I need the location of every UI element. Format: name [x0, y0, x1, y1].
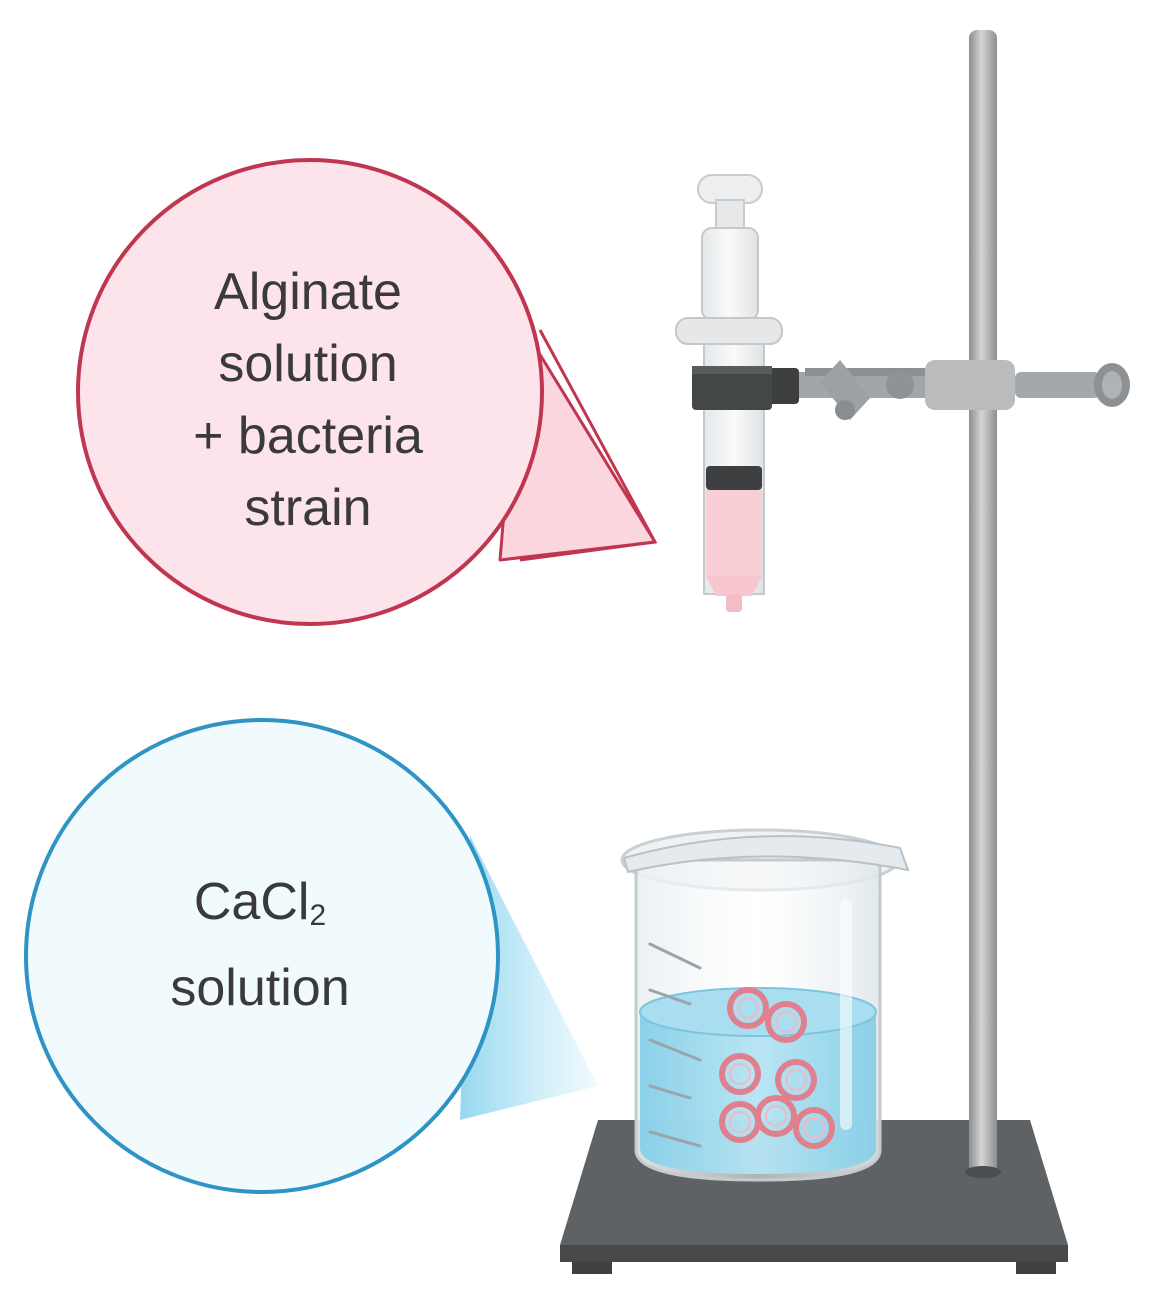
cacl2-formula-main: CaCl [193, 873, 310, 931]
cacl2-callout [24, 718, 598, 1194]
clamp-icon [754, 360, 1130, 420]
alginate-line-4: strain [244, 479, 372, 537]
cacl2-solution-label: CaCl2 solution [100, 866, 420, 1024]
cacl2-formula: CaCl2 [100, 866, 420, 952]
alginate-bead-icon [719, 987, 835, 1149]
alginate-circle [76, 158, 544, 626]
cacl2-circle [24, 718, 500, 1194]
alginate-callout [76, 158, 658, 626]
alginate-line-2: solution [218, 335, 398, 393]
cacl2-formula-subscript: 2 [309, 899, 327, 932]
cacl2-line-2: solution [170, 959, 350, 1017]
syringe-icon [675, 174, 783, 612]
alginate-line-3: + bacteria [193, 407, 423, 465]
alginate-line-1: Alginate [214, 263, 402, 321]
alginate-solution-label: Alginate solution + bacteria strain [148, 256, 468, 544]
